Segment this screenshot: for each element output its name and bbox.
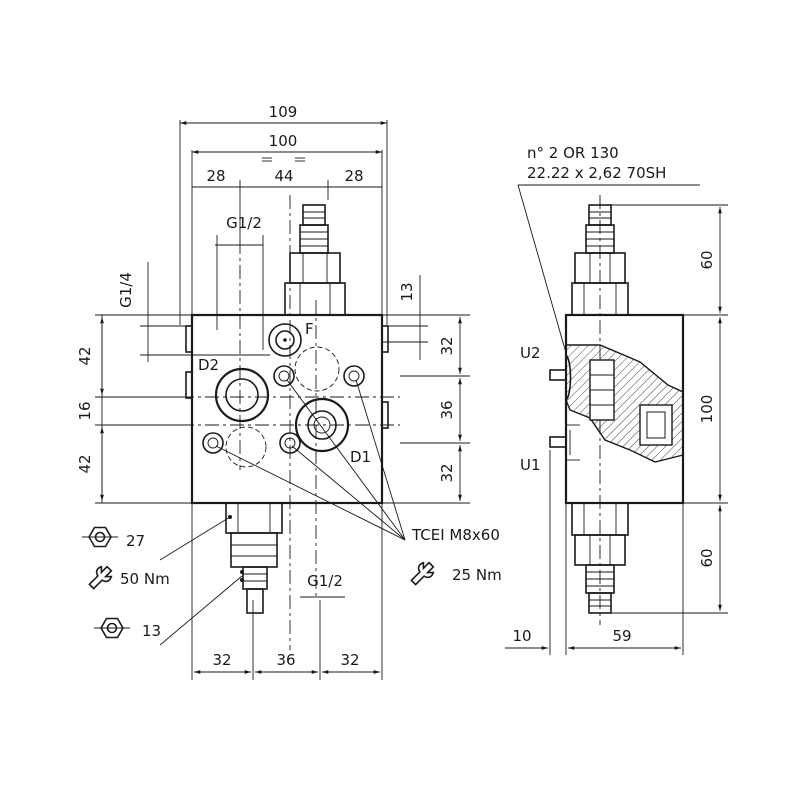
port-d2-label: D2 bbox=[198, 356, 219, 374]
dim-42-top: 42 bbox=[76, 346, 94, 365]
dim-13: 13 bbox=[398, 282, 416, 301]
dim-g12-bottom: G1/2 bbox=[307, 572, 343, 590]
dim-42-bottom: 42 bbox=[76, 454, 94, 473]
side-view bbox=[517, 184, 700, 625]
hex-27-label: 27 bbox=[126, 532, 145, 550]
dim-60-side-top: 60 bbox=[698, 250, 716, 269]
front-dimensions bbox=[95, 120, 470, 680]
bottom-cartridge bbox=[225, 502, 283, 614]
port-u2-label: U2 bbox=[520, 344, 541, 362]
port-d1-label: D1 bbox=[350, 448, 371, 466]
dim-28-left: 28 bbox=[206, 167, 225, 185]
dim-10-side: 10 bbox=[512, 627, 531, 645]
dim-100-side: 100 bbox=[698, 395, 716, 424]
dim-44: 44 bbox=[274, 167, 293, 185]
oring-note-line1: n° 2 OR 130 bbox=[527, 144, 619, 162]
dim-36-bottom: 36 bbox=[276, 651, 295, 669]
oring-note-line2: 22.22 x 2,62 70SH bbox=[527, 164, 666, 182]
dim-36-right: 36 bbox=[438, 400, 456, 419]
front-view bbox=[159, 195, 406, 650]
dim-32-bottom-right: 32 bbox=[340, 651, 359, 669]
torque-50-label: 50 Nm bbox=[120, 570, 170, 588]
dim-16: 16 bbox=[76, 401, 94, 420]
dim-g12-top: G1/2 bbox=[226, 214, 262, 232]
dim-32-right-top: 32 bbox=[438, 336, 456, 355]
screw-holes bbox=[202, 365, 365, 454]
dim-32-right-bottom: 32 bbox=[438, 463, 456, 482]
side-dimensions bbox=[505, 204, 728, 655]
screws-note: TCEI M8x60 bbox=[411, 526, 500, 544]
dim-g14: G1/4 bbox=[117, 272, 135, 308]
wrench-icon bbox=[410, 561, 435, 586]
torque-25-label: 25 Nm bbox=[452, 566, 502, 584]
dim-100: 100 bbox=[269, 132, 298, 150]
hex-13-label: 13 bbox=[142, 622, 161, 640]
port-f-label: F bbox=[305, 320, 314, 338]
dim-109: 109 bbox=[269, 103, 298, 121]
wrench-icon bbox=[88, 565, 113, 590]
hex-nut-icon bbox=[82, 526, 118, 548]
dim-32-bottom-left: 32 bbox=[212, 651, 231, 669]
dim-60-side-bottom: 60 bbox=[698, 548, 716, 567]
dim-28-right: 28 bbox=[344, 167, 363, 185]
port-u1-label: U1 bbox=[520, 456, 541, 474]
dim-59-side: 59 bbox=[612, 627, 631, 645]
top-cartridge bbox=[284, 204, 346, 316]
hex-nut-icon bbox=[94, 617, 130, 639]
